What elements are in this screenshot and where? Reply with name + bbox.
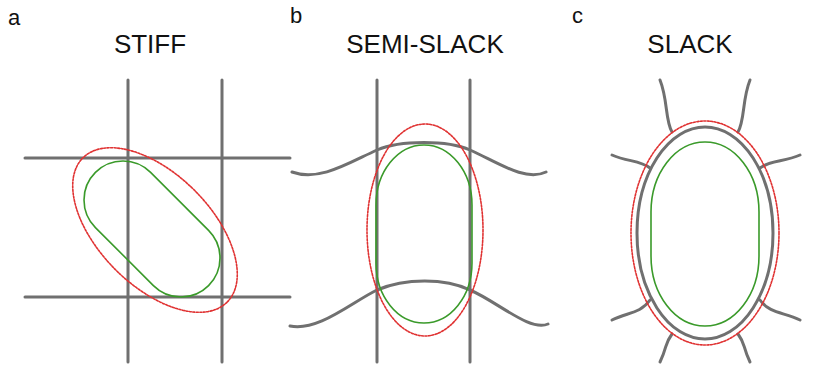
panel-title: SLACK [570,30,810,59]
inner-contour [376,145,472,323]
panel-letter: c [572,4,583,28]
panel-title: STIFF [30,30,270,59]
semi-slack-grid [290,80,548,362]
outer-contour [43,118,266,341]
outer-contour [631,121,779,345]
panel-letter: a [8,6,20,30]
panel-letter: b [290,4,302,28]
stiff-grid [25,80,290,362]
inner-contour [651,142,759,326]
panel-title: SEMI-SLACK [305,30,545,59]
inner-contour [68,145,236,313]
slack-grid [612,80,800,362]
outer-contour [367,124,483,336]
